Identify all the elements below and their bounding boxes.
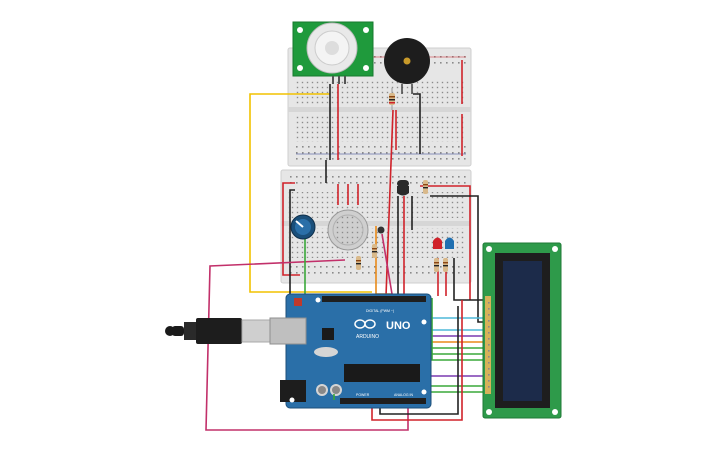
usb-plug-icon: [165, 326, 175, 336]
temperature-sensor: [397, 180, 409, 196]
arduino-brand-label: ARDUINO: [356, 334, 379, 340]
resistor-led-blue: [443, 258, 448, 272]
led-icon: [445, 237, 454, 249]
blue-led: [445, 237, 454, 249]
resistor-3: [423, 180, 428, 194]
lcd-16x2: [482, 242, 562, 419]
small-component: [377, 226, 385, 234]
resistor-buzzer: [389, 88, 395, 110]
gas-sensor: [327, 209, 369, 251]
resistor-1: [356, 256, 361, 270]
analog-label: ANALOG IN: [394, 393, 414, 397]
usb-cable: [165, 318, 273, 344]
potentiometer: [290, 214, 316, 240]
infinity-logo: [354, 319, 376, 329]
tmp36-icon: [397, 186, 409, 196]
led-icon: [433, 237, 442, 249]
wire-yellow-pir: [249, 93, 372, 293]
power-label: POWER: [356, 393, 370, 397]
red-led: [433, 237, 442, 249]
arduino-uno: UNO ARDUINO DIGITAL (PWM ~) POWER ANALOG…: [269, 293, 432, 409]
digital-label: DIGITAL (PWM ~): [366, 309, 394, 313]
arduino-board-icon: [285, 293, 432, 409]
arduino-uno-label: UNO: [386, 320, 411, 332]
resistor-led-red: [434, 258, 439, 272]
resistor-2: [372, 244, 377, 258]
piezo-buzzer: [384, 38, 430, 94]
lcd-pin-header: [485, 296, 491, 394]
pir-sensor: [292, 21, 374, 84]
lcd-icon: [503, 261, 542, 401]
